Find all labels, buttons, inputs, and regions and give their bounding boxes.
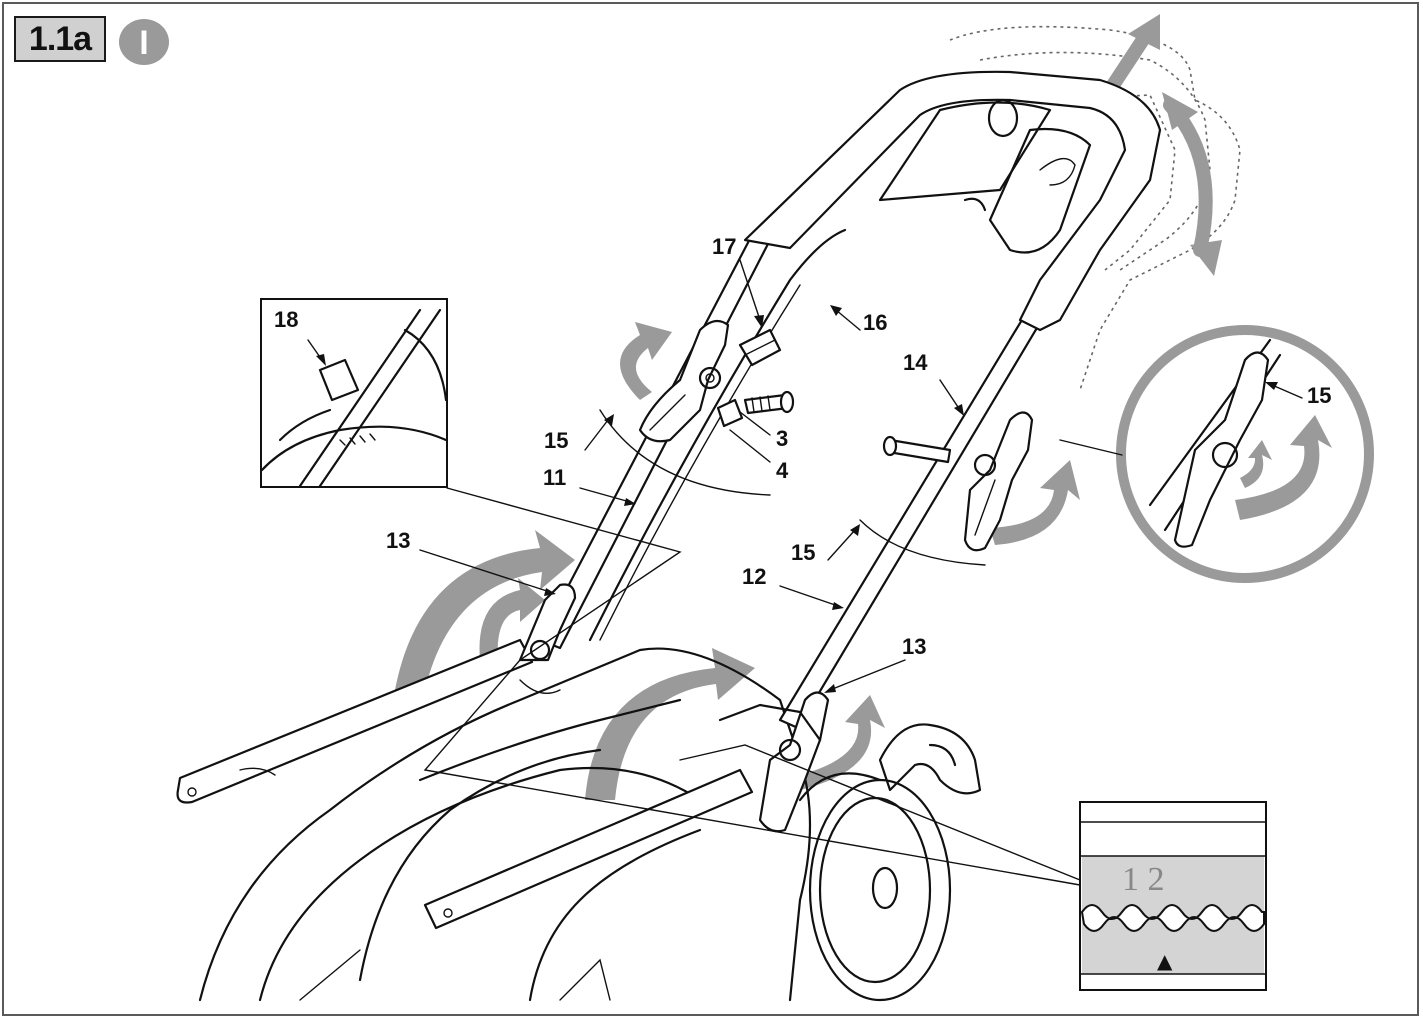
fold-arrow-curved — [1162, 92, 1222, 276]
callout-15-right: 15 — [1307, 383, 1331, 408]
top-handlebar — [743, 70, 1162, 332]
quick-release-lever-right — [859, 411, 1034, 566]
cable-clip-17 — [738, 328, 782, 367]
rear-wheel — [798, 772, 952, 1002]
callout-16: 16 — [863, 310, 887, 335]
rotate-arrow-right-lower — [585, 648, 755, 800]
grass-box-handle — [878, 723, 982, 795]
rotate-arrow-left-small — [479, 578, 545, 660]
inset-detail-18 — [260, 298, 448, 488]
bolt-3 — [743, 390, 795, 415]
callout-13-right: 13 — [902, 634, 926, 659]
inset-detail-lever — [1116, 325, 1374, 583]
callout-18: 18 — [274, 307, 298, 332]
callout-4: 4 — [776, 458, 789, 483]
callout-3: 3 — [776, 426, 788, 451]
figure-label: 1.1a — [14, 16, 106, 62]
lower-clamp-right — [718, 691, 830, 833]
rotate-arrow-knob-right — [800, 695, 885, 790]
rotate-arrow-upper-left — [620, 322, 672, 400]
cable-16 — [588, 228, 847, 642]
callout-14: 14 — [903, 350, 928, 375]
ghost-handle-outline — [949, 25, 1241, 391]
callout-12: 12 — [742, 564, 766, 589]
scale-marker-icon: ▲ — [1157, 949, 1173, 973]
quick-release-lever-left — [599, 319, 771, 496]
callout-15-left: 15 — [544, 428, 568, 453]
lower-handle-left — [176, 638, 534, 804]
callout-11: 11 — [543, 465, 566, 490]
lower-clamp-left — [518, 583, 577, 694]
step-badge-icon: I — [119, 19, 169, 65]
step-badge-symbol: I — [139, 24, 148, 62]
washer-4 — [716, 398, 744, 428]
inset-scale: 1 2 ▲ — [1079, 801, 1267, 991]
mower-deck — [198, 647, 812, 1002]
callout-arrows — [307, 259, 1303, 693]
scale-numbers: 1 2 — [1122, 861, 1165, 898]
leader-lines — [423, 439, 1123, 886]
rotate-arrow-upper-right — [990, 460, 1080, 545]
callout-15-middle: 15 — [791, 540, 815, 565]
callout-17: 17 — [712, 234, 736, 259]
lower-handle-right — [423, 768, 754, 930]
callout-13-left: 13 — [386, 528, 410, 553]
rotate-arrow-left-lower — [395, 530, 575, 690]
